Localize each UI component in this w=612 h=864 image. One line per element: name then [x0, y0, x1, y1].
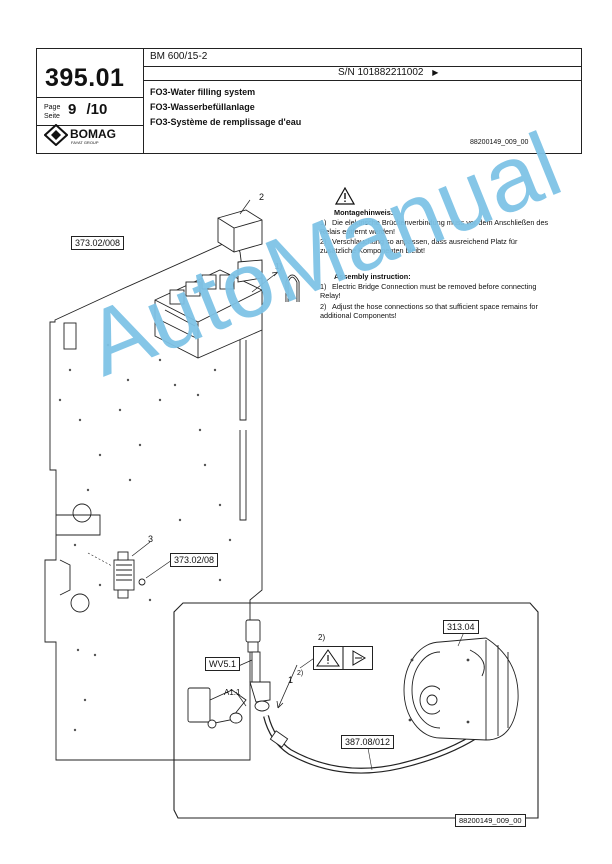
item-number-3: 3 [148, 534, 154, 544]
model-name: BM 600/15-2 [150, 51, 208, 62]
title-fr: FO3-Système de remplissage d'eau [150, 117, 302, 127]
serial-number: S/N 101882211002 ▶ [338, 67, 439, 78]
title-en: FO3-Water filling system [150, 87, 256, 97]
brand-subtitle: FAYAT GROUP [71, 140, 99, 145]
title-de: FO3-Wasserbefüllanlage [150, 102, 255, 112]
panel-ref-label: 373.02/008 [71, 236, 125, 250]
note-marker-1: 1) [275, 262, 283, 271]
footer-doc-ref: 88200149_009_00 [455, 814, 526, 827]
port-label: A1.1 [224, 688, 241, 697]
valve-label: WV5.1 [205, 657, 241, 671]
bracket-ref-label: 373.02/08 [170, 553, 219, 567]
page-current: 9 [68, 101, 77, 118]
position-1: 1 [288, 675, 294, 685]
hazard-pictogram [313, 646, 373, 670]
notes-de-item: 1)Die elektrische Brückenverbindung muss… [320, 218, 549, 236]
notes-en-heading: Assembly instruction: [334, 272, 411, 281]
notes-en-item: 1)Electric Bridge Connection must be rem… [320, 282, 537, 300]
note-marker-2: 2) [318, 633, 326, 642]
bomag-logo-icon [44, 124, 68, 146]
page-labels: Page Seite [44, 104, 61, 120]
hose-ref-label: 387.08/012 [341, 735, 395, 749]
notes-en-item: 2)Adjust the hose connections so that su… [320, 302, 538, 320]
notes-de-heading: Montagehinweis: [334, 208, 394, 217]
notes-de-item: 2)Verschlauchung so anpassen, dass ausre… [320, 237, 518, 255]
item-number-2: 2 [259, 192, 265, 202]
brand-name: BOMAG [70, 127, 116, 141]
page-number: 9 /10 [68, 101, 107, 118]
page-code: 395.01 [45, 64, 125, 92]
warning-icon [335, 187, 355, 205]
page-total: /10 [86, 101, 108, 118]
position-note-2: 2) [297, 670, 304, 677]
header-doc-ref: 88200149_009_00 [470, 139, 529, 146]
header-frame [36, 48, 582, 154]
hazard-warning-icon [316, 647, 366, 669]
arrow-right-icon: ▶ [432, 68, 439, 77]
pump-ref-label: 313.04 [443, 620, 479, 634]
